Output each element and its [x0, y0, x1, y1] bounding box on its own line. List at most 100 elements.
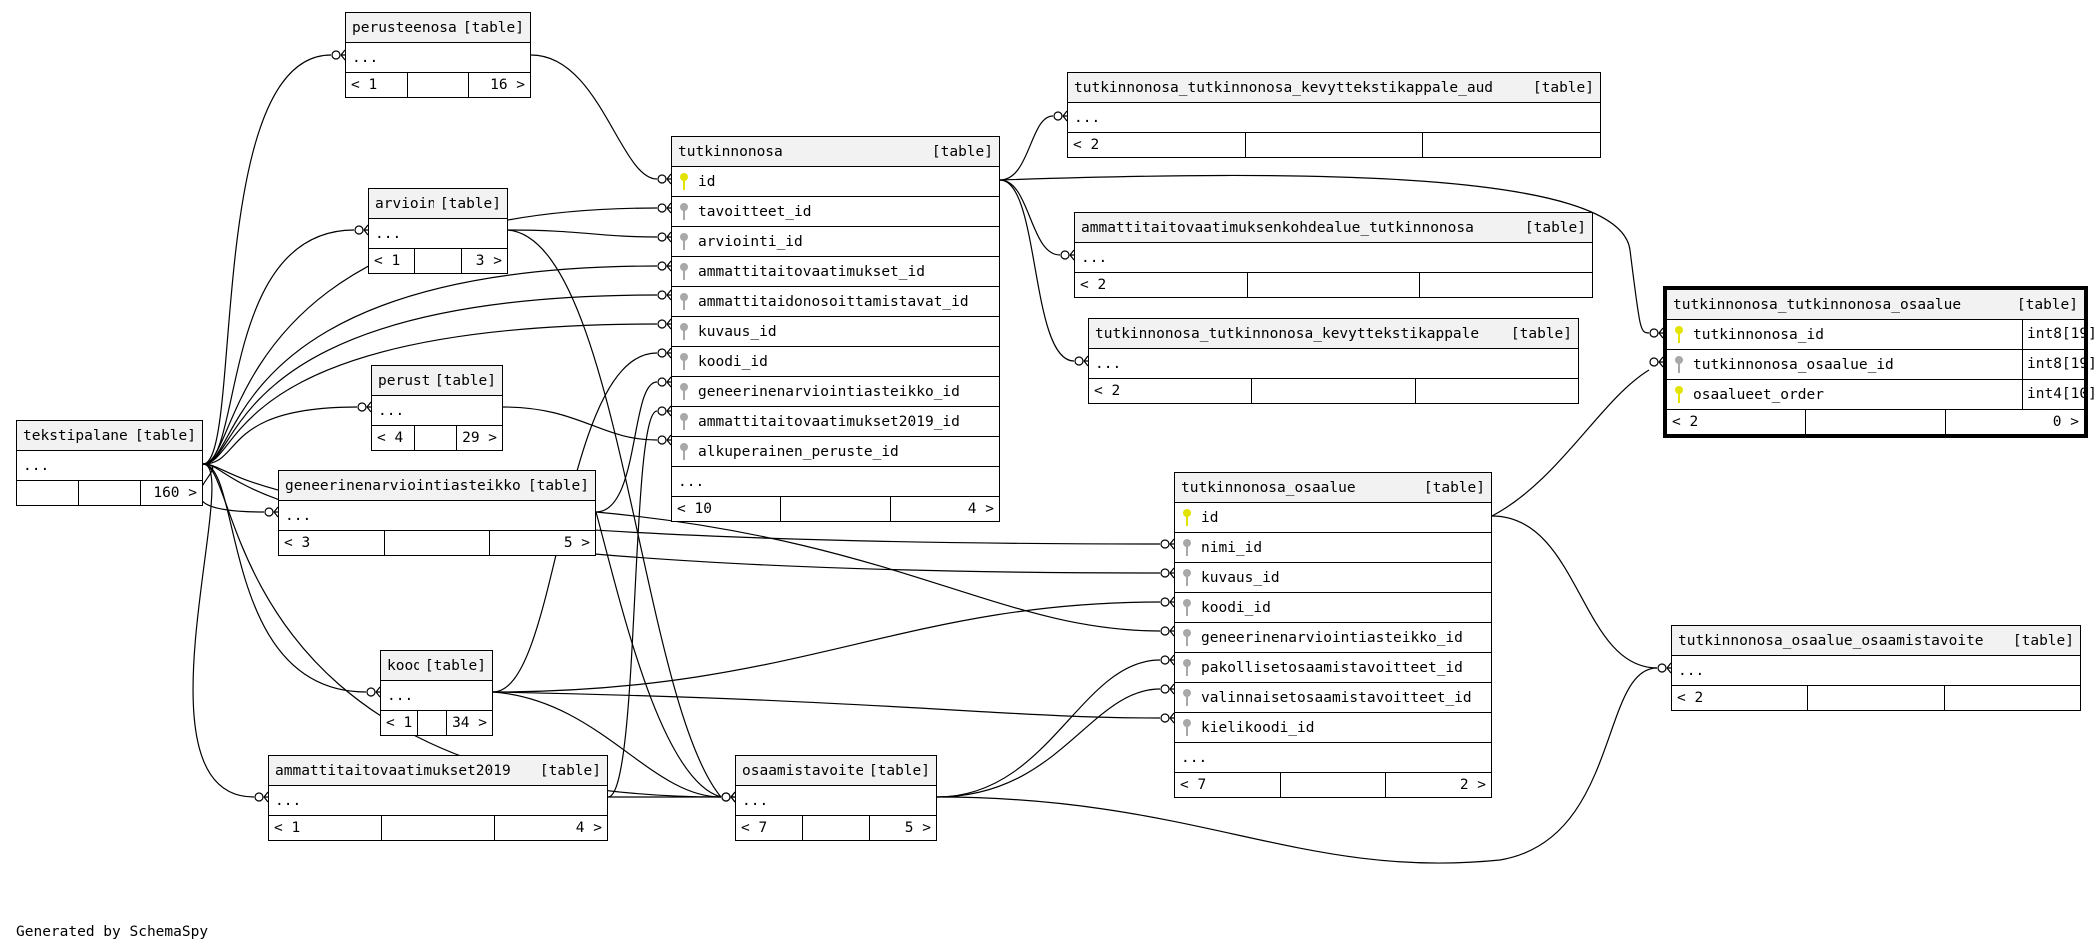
children-count[interactable]: < 4 — [377, 430, 404, 446]
more-columns: ... — [381, 681, 492, 711]
edge-end-koodi-oa-koodi-circle — [1160, 597, 1170, 607]
edge-tekstipalanen-3 — [199, 463, 265, 513]
column-row-nimi-id[interactable]: nimi_id — [1175, 533, 1491, 563]
table-footer: < 2 — [1068, 133, 1600, 157]
edge-end-peruste-id-circle — [657, 435, 667, 445]
edge-end-amm2019-id-crowfoot — [666, 405, 672, 417]
foreign-key-icon — [678, 202, 690, 221]
edge-end-tekstipalanen-8-crowfoot — [666, 260, 672, 272]
column-row-ammattitaidonosoittamistavat-id[interactable]: ammattitaidonosoittamistavat_id — [672, 287, 999, 317]
table-ammattitaitovaatimuksenkohdealue-tutkinnonosa[interactable]: ammattitaitovaatimuksenkohdealue_tutkinn… — [1074, 212, 1593, 298]
column-name: valinnaisetosaamistavoitteet_id — [1201, 689, 1472, 706]
children-count[interactable]: < 2 — [1672, 414, 1699, 430]
table-tekstipalanen[interactable]: tekstipalanen[table] ... 160 > — [16, 420, 203, 506]
children-count[interactable]: < 1 — [274, 820, 301, 836]
children-count[interactable]: < 2 — [1094, 383, 1121, 399]
column-row-tavoitteet-id[interactable]: tavoitteet_id — [672, 197, 999, 227]
edge-end-koodi-id-circle — [657, 348, 667, 358]
children-count[interactable]: < 10 — [677, 501, 712, 517]
column-row-id[interactable]: id — [672, 167, 999, 197]
column-row-geneerinenarviointiasteikko-id[interactable]: geneerinenarviointiasteikko_id — [672, 377, 999, 407]
parents-count[interactable] — [1419, 273, 1592, 297]
column-row-geneerinenarviointiasteikko-id[interactable]: geneerinenarviointiasteikko_id — [1175, 623, 1491, 653]
children-count[interactable]: < 1 — [374, 253, 401, 269]
column-name: koodi_id — [698, 353, 768, 370]
parents-count[interactable]: 5 > — [869, 816, 936, 840]
table-tutkinnonosa-tutkinnonosa-kevyttekstikappale-aud[interactable]: tutkinnonosa_tutkinnonosa_kevyttekstikap… — [1067, 72, 1601, 158]
children-count[interactable]: < 2 — [1677, 690, 1704, 706]
footer-spacer — [381, 816, 494, 840]
children-count[interactable]: < 2 — [1073, 137, 1100, 153]
parents-count[interactable]: 4 > — [889, 497, 999, 521]
children-count[interactable]: < 3 — [284, 535, 311, 551]
column-row-alkuperainen-peruste-id[interactable]: alkuperainen_peruste_id — [672, 437, 999, 467]
column-row-kuvaus-id[interactable]: kuvaus_id — [1175, 563, 1491, 593]
parents-count[interactable] — [1414, 379, 1578, 403]
edge-tekstipalanen-4 — [202, 463, 367, 693]
column-row-arviointi-id[interactable]: arviointi_id — [672, 227, 999, 257]
foreign-key-icon — [1181, 598, 1193, 617]
table-arviointi[interactable]: arviointi[table] ... < 13 > — [368, 188, 508, 274]
edge-end-peruste-id-crowfoot — [666, 434, 672, 446]
table-name: tekstipalanen — [23, 427, 129, 444]
edge-end-perusteenosa-id-crowfoot — [666, 173, 672, 185]
children-count[interactable]: < 2 — [1080, 277, 1107, 293]
parents-count[interactable] — [1943, 686, 2080, 710]
parents-count[interactable]: 16 > — [468, 73, 530, 97]
more-columns: ... — [279, 501, 595, 531]
parents-count[interactable]: 160 > — [140, 481, 202, 505]
column-row-koodi-id[interactable]: koodi_id — [672, 347, 999, 377]
edge-end-arviointi-id-circle — [657, 232, 667, 242]
children-count[interactable] — [17, 481, 78, 505]
column-row-koodi-id[interactable]: koodi_id — [1175, 593, 1491, 623]
column-row-kielikoodi-id[interactable]: kielikoodi_id — [1175, 713, 1491, 743]
table-tutkinnonosa-tutkinnonosa-osaalue[interactable]: tutkinnonosa_tutkinnonosa_osaalue[table]… — [1663, 286, 2097, 438]
column-row-id[interactable]: id — [1175, 503, 1491, 533]
table-tutkinnonosa[interactable]: tutkinnonosa[table] id tavoitteet_id arv… — [671, 136, 1000, 522]
parents-count[interactable] — [1422, 133, 1600, 157]
edge-end-gen-oa-circle — [1160, 626, 1170, 636]
column-type: int8[19] — [2022, 320, 2097, 349]
parents-count[interactable]: 3 > — [460, 249, 507, 273]
edge-ot-val — [936, 688, 1161, 798]
table-koodi[interactable]: koodi[table] ... < 134 > — [380, 650, 493, 736]
children-count[interactable]: < 1 — [351, 77, 378, 93]
parents-count[interactable]: 2 > — [1385, 773, 1491, 797]
parents-count[interactable]: 34 > — [446, 711, 492, 735]
column-row-kuvaus-id[interactable]: kuvaus_id — [672, 317, 999, 347]
column-row-pakollisetosaamistavoitteet-id[interactable]: pakollisetosaamistavoitteet_id — [1175, 653, 1491, 683]
table-header: geneerinenarviointiasteikko[table] — [279, 471, 595, 501]
column-name: ammattitaidonosoittamistavat_id — [698, 293, 969, 310]
foreign-key-icon — [1181, 718, 1193, 737]
column-name: alkuperainen_peruste_id — [698, 443, 899, 460]
table-peruste[interactable]: peruste[table] ... < 429 > — [371, 365, 503, 451]
column-row-ammattitaitovaatimukset2019-id[interactable]: ammattitaitovaatimukset2019_id — [672, 407, 999, 437]
table-tutkinnonosa-tutkinnonosa-kevyttekstikappale[interactable]: tutkinnonosa_tutkinnonosa_kevyttekstikap… — [1088, 318, 1579, 404]
generated-by-footer: Generated by SchemaSpy — [16, 924, 209, 940]
parents-count[interactable]: 0 > — [1944, 410, 2084, 434]
table-header: peruste[table] — [372, 366, 502, 396]
parents-count[interactable]: 5 > — [489, 531, 595, 555]
parents-count[interactable]: 4 > — [494, 816, 607, 840]
column-row-ammattitaitovaatimukset-id[interactable]: ammattitaitovaatimukset_id — [672, 257, 999, 287]
foreign-key-icon — [1181, 658, 1193, 677]
table-tutkinnonosa-osaalue[interactable]: tutkinnonosa_osaalue[table] id nimi_id k… — [1174, 472, 1492, 798]
table-tutkinnonosa-osaalue-osaamistavoite[interactable]: tutkinnonosa_osaalue_osaamistavoite[tabl… — [1671, 625, 2081, 711]
more-columns: ... — [17, 451, 202, 481]
edge-end-tekstipalanen-12-circle — [1160, 568, 1170, 578]
table-ammattitaitovaatimukset2019[interactable]: ammattitaitovaatimukset2019[table] ... <… — [268, 755, 608, 841]
column-row-valinnaisetosaamistavoitteet-id[interactable]: valinnaisetosaamistavoitteet_id — [1175, 683, 1491, 713]
more-columns: ... — [1089, 349, 1578, 379]
children-count[interactable]: < 1 — [386, 715, 413, 731]
children-count[interactable]: < 7 — [1180, 777, 1207, 793]
children-count[interactable]: < 7 — [741, 820, 768, 836]
edge-end-koodi-oa-koodi-crowfoot — [1169, 596, 1175, 608]
parents-count[interactable]: 29 > — [456, 426, 502, 450]
table-header: osaamistavoite[table] — [736, 756, 936, 786]
table-geneerinenarviointiasteikko[interactable]: geneerinenarviointiasteikko[table] ... <… — [278, 470, 596, 556]
